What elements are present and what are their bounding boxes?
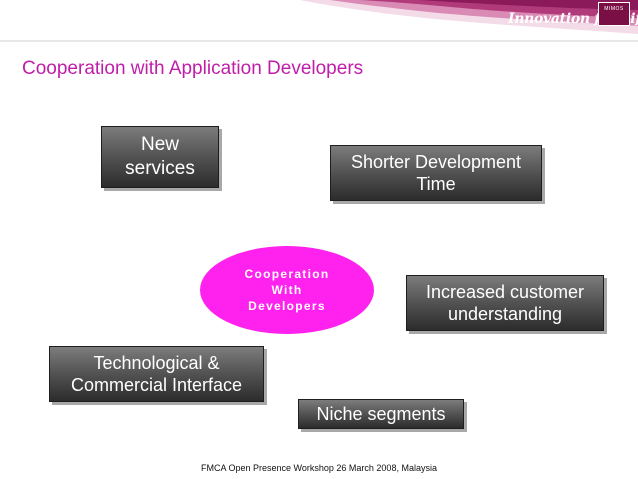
box-increased-customer-line1: Increased customer <box>425 281 585 302</box>
box-new-services-line2: services <box>125 158 195 179</box>
box-increased-customer-line2: understanding <box>447 304 563 324</box>
center-ellipse-line3: Developers <box>248 299 326 314</box>
brand-logo-area: Innovation for Life MIMOS <box>498 0 638 34</box>
slide-footer: FMCA Open Presence Workshop 26 March 200… <box>201 463 437 473</box>
center-ellipse-line2: With <box>271 282 303 297</box>
box-new-services-line1: New <box>140 134 179 156</box>
header-wave-decoration <box>0 0 638 42</box>
mimos-logo-text: MIMOS <box>604 6 624 12</box>
box-niche-segments-line1: Niche segments <box>316 403 446 424</box>
box-new-services: New services <box>101 126 219 188</box>
box-shorter-development-line2: Time <box>416 174 456 194</box>
box-technological-commercial: Technological & Commercial Interface <box>49 346 264 402</box>
center-ellipse-line1: Cooperation <box>244 266 330 281</box>
box-increased-customer: Increased customer understanding <box>406 275 604 331</box>
center-ellipse: Cooperation With Developers <box>200 246 374 334</box>
box-shorter-development: Shorter Development Time <box>330 145 542 201</box>
mimos-logo: MIMOS <box>598 2 630 26</box>
box-niche-segments: Niche segments <box>298 399 464 429</box>
slide-title: Cooperation with Application Developers <box>22 58 364 79</box>
box-shorter-development-line1: Shorter Development <box>350 151 522 172</box>
box-technological-line2: Commercial Interface <box>70 375 243 395</box>
box-technological-line1: Technological & <box>93 352 220 373</box>
